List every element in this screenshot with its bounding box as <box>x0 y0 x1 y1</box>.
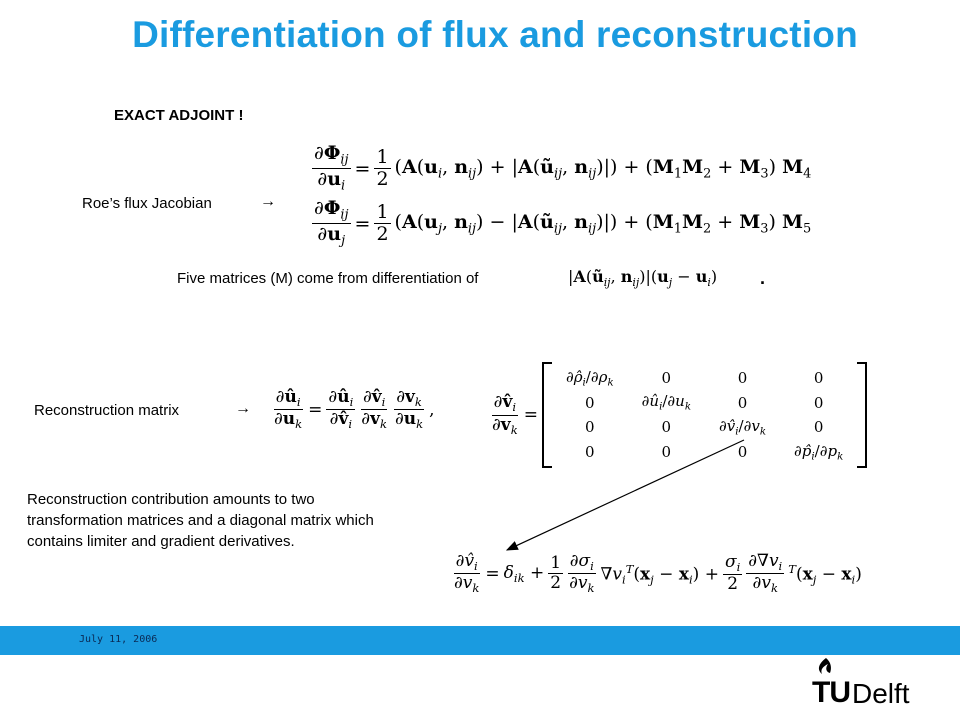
period-mark: . <box>760 268 766 288</box>
contribution-line-1: Reconstruction contribution amounts to t… <box>27 491 315 508</box>
slide-subtitle: EXACT ADJOINT ! <box>114 107 244 124</box>
reconstruction-label: Reconstruction matrix <box>34 402 180 419</box>
contribution-line-3: contains limiter and gradient derivative… <box>27 533 295 550</box>
differentiation-term: |A(ũij, nij)|(uj − ui) <box>568 267 718 289</box>
arrow-right-icon: → <box>235 400 251 417</box>
five-matrices-text: Five matrices (M) come from differentiat… <box>177 270 479 287</box>
contribution-text: Reconstruction contribution amounts to t… <box>27 489 374 552</box>
contribution-line-2: transformation matrices and a diagonal m… <box>27 512 374 529</box>
arrow-right-icon: → <box>260 193 276 210</box>
footer-bar <box>0 626 960 655</box>
tudelft-flame-icon <box>818 658 831 674</box>
logo-delft: Delft <box>852 678 910 709</box>
roe-flux-label: Roe’s flux Jacobian <box>82 195 212 212</box>
reconstruction-equation: ∂ûi∂uk = ∂ûi∂v̂i ∂v̂i∂vk ∂vk∂uk , <box>273 387 435 432</box>
slide-title: Differentiation of flux and reconstructi… <box>132 14 858 55</box>
tudelft-logo: TU Delft <box>812 658 910 710</box>
footer-date: July 11, 2006 <box>79 634 158 645</box>
logo-tu: TU <box>812 676 851 709</box>
